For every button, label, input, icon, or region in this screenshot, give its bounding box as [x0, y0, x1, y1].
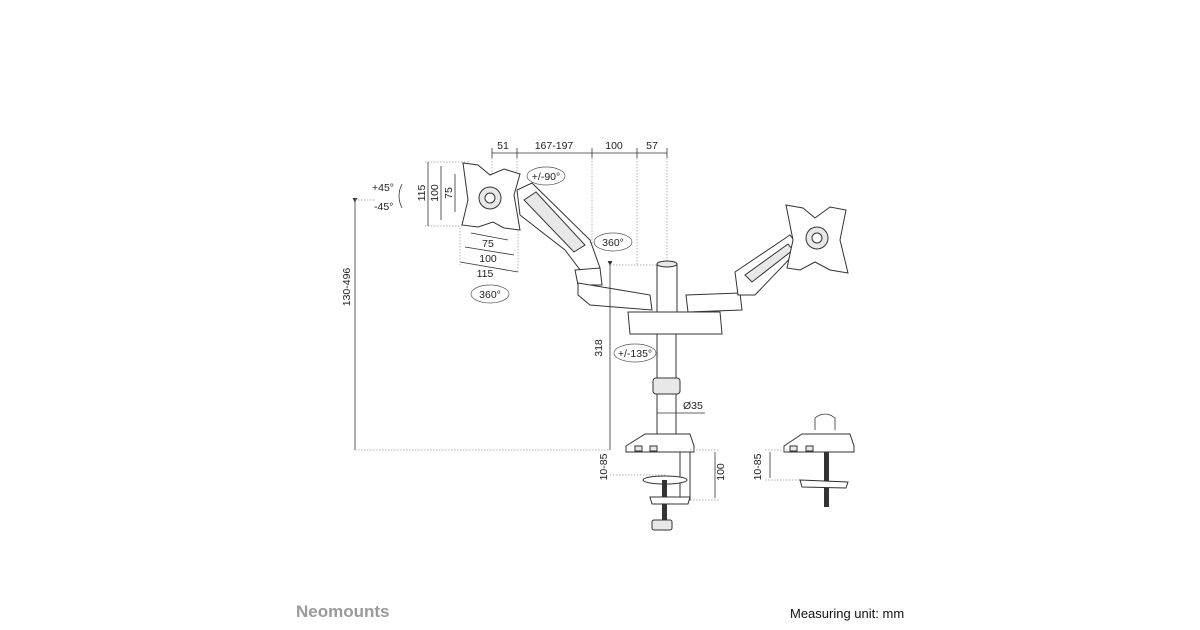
tilt-arrow-icon — [398, 183, 403, 209]
head-swivel-label: +/-90° — [532, 171, 560, 183]
arm-swivel-label: 360° — [602, 237, 624, 249]
tilt-up-label: +45° — [372, 182, 394, 194]
height-range-label: 130-496 — [341, 268, 353, 307]
vesa-v-100: 100 — [429, 184, 441, 202]
center-hub — [627, 260, 723, 335]
pole-diameter-label: Ø35 — [683, 400, 703, 412]
right-arm — [685, 234, 801, 313]
vesa-v-115: 115 — [416, 184, 428, 201]
grommet-range-label: 10-85 — [752, 453, 764, 480]
dim-57: 57 — [646, 140, 658, 152]
base-swivel-label: +/-135° — [618, 348, 652, 360]
rotation-360-label: 360° — [479, 289, 501, 301]
desk-clamp — [625, 433, 695, 531]
vesa-v-75: 75 — [443, 187, 455, 199]
tilt-down-label: -45° — [374, 201, 393, 213]
brand-logo: Neomounts — [296, 602, 390, 621]
dim-51: 51 — [497, 140, 509, 152]
vesa-h-115: 115 — [477, 268, 494, 280]
measuring-unit: Measuring unit: mm — [790, 606, 905, 621]
left-vesa-plate — [461, 162, 521, 231]
clamp-depth-label: 100 — [715, 463, 727, 481]
dim-100-top: 100 — [605, 140, 623, 152]
vesa-h-75: 75 — [482, 238, 494, 250]
pole — [652, 333, 681, 435]
vesa-h-100: 100 — [479, 253, 497, 265]
right-vesa-plate — [785, 204, 849, 274]
pole-height-label: 318 — [593, 339, 605, 357]
grommet-mount — [783, 413, 855, 507]
left-arm — [516, 182, 653, 311]
clamp-range-label: 10-85 — [598, 453, 610, 480]
dim-167-197: 167-197 — [535, 140, 574, 152]
